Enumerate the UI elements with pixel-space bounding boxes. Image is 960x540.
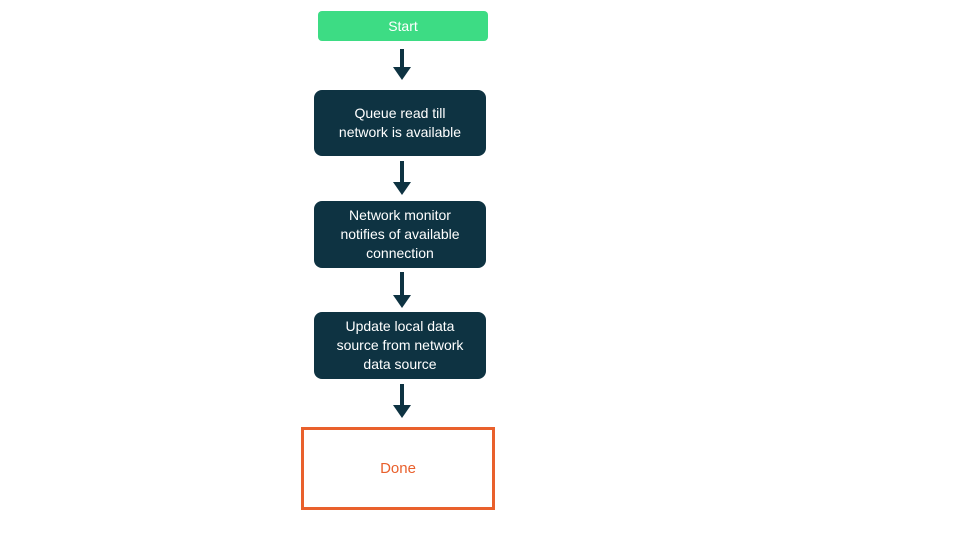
flow-node-queue-read: Queue read till network is available xyxy=(314,90,486,156)
arrow-stem xyxy=(400,49,404,67)
arrow-stem xyxy=(400,384,404,405)
arrow-head xyxy=(393,67,411,80)
arrow-head xyxy=(393,405,411,418)
arrow-down-icon xyxy=(393,272,411,308)
flow-node-update-local-data-label: Update local data source from network da… xyxy=(336,318,464,372)
arrow-head xyxy=(393,182,411,195)
flow-node-update-local-data: Update local data source from network da… xyxy=(314,312,486,379)
flow-node-network-monitor: Network monitor notifies of available co… xyxy=(314,201,486,268)
arrow-down-icon xyxy=(393,49,411,80)
flow-node-network-monitor-label: Network monitor notifies of available co… xyxy=(340,207,460,261)
flow-node-done: Done xyxy=(301,427,495,510)
flow-node-start-label: Start xyxy=(388,17,418,34)
arrow-stem xyxy=(400,161,404,182)
flow-node-queue-read-label: Queue read till network is available xyxy=(338,105,462,140)
flow-node-start: Start xyxy=(318,11,488,41)
arrow-down-icon xyxy=(393,384,411,418)
flow-node-done-label: Done xyxy=(380,460,416,477)
arrow-down-icon xyxy=(393,161,411,195)
arrow-head xyxy=(393,295,411,308)
arrow-stem xyxy=(400,272,404,295)
